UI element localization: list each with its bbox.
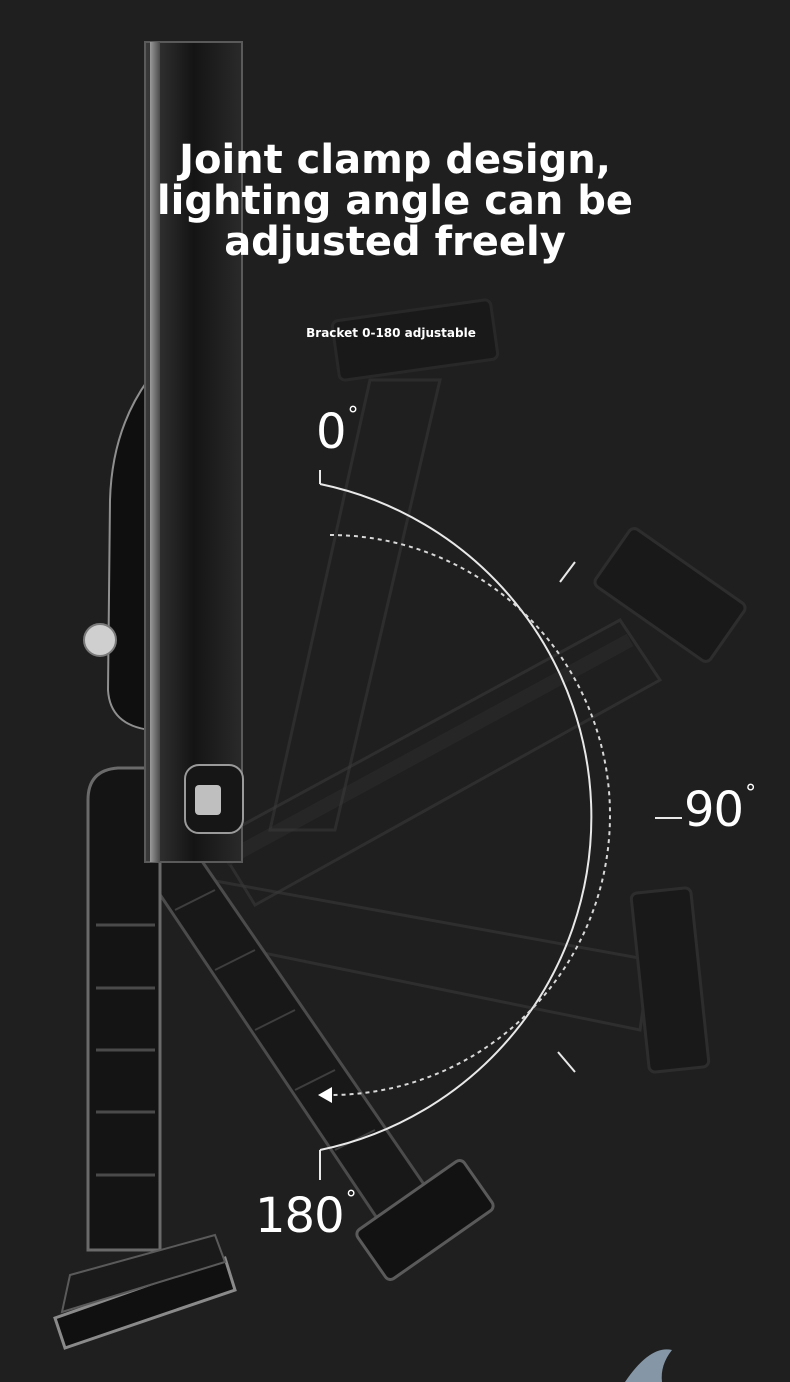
angle-value-0: 0 — [316, 404, 347, 460]
headline-line-3: adjusted freely — [224, 219, 566, 265]
angle-label-0: 0° — [316, 403, 359, 460]
angle-value-90: 90 — [684, 782, 744, 838]
ghost-bracket-0 — [268, 298, 500, 832]
angle-value-180: 180 — [255, 1188, 345, 1244]
bracket-180 — [107, 798, 495, 1282]
floodlight-panel — [83, 41, 244, 863]
degree-symbol: ° — [745, 781, 756, 806]
subheadline: Bracket 0-180 adjustable — [306, 326, 476, 340]
vertical-stand — [53, 766, 237, 1350]
angle-label-180: 180° — [255, 1187, 357, 1244]
angle-arc-dashed — [329, 534, 611, 1096]
arrowhead-icon — [318, 1087, 332, 1103]
sensor-icon — [83, 623, 117, 657]
degree-symbol: ° — [347, 403, 359, 428]
angle-label-90: 90° — [684, 781, 756, 838]
angle-arc-solid — [319, 483, 593, 1151]
headline: Joint clamp design, lighting angle can b… — [0, 140, 790, 263]
ghost-bracket-90 — [212, 527, 747, 908]
headline-line-2: lighting angle can be — [156, 178, 634, 224]
degree-symbol: ° — [345, 1187, 357, 1212]
headline-line-1: Joint clamp design, — [179, 137, 611, 183]
